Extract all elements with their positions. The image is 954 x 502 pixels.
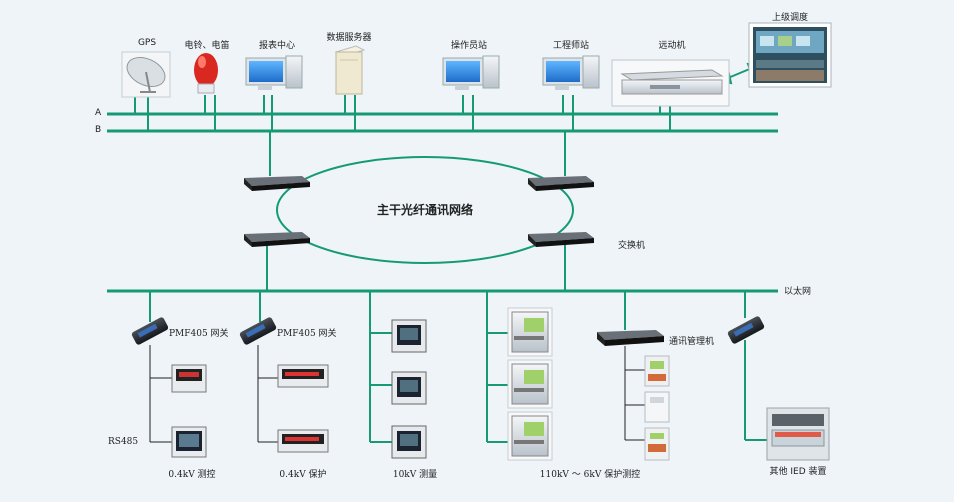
computer-icon xyxy=(245,55,303,90)
gateway-icon xyxy=(131,317,169,345)
alarm-label: 电铃、电笛 xyxy=(184,41,230,51)
device-icon xyxy=(644,391,670,423)
ring-label: 主干光纤通讯网络 xyxy=(376,203,474,217)
protection-unit-icon xyxy=(507,307,553,357)
switch-icon xyxy=(528,232,594,247)
gateway-icon xyxy=(239,317,277,345)
gps-label: GPS xyxy=(137,38,157,48)
dispatch-label: 上级调度 xyxy=(771,13,809,23)
protection-unit-icon xyxy=(507,359,553,409)
operator-station-label: 操作员站 xyxy=(450,41,488,51)
group-04kv-measure-label: 0.4kV 测控 xyxy=(168,470,216,480)
relay-icon xyxy=(277,364,329,388)
meter-icon xyxy=(391,371,427,405)
gateway-icon xyxy=(727,316,765,344)
ethernet-label: 以太网 xyxy=(784,287,812,297)
computer-icon xyxy=(542,55,600,90)
ied-device-icon xyxy=(766,407,830,461)
switch-icon xyxy=(528,176,594,191)
report-center-label: 报表中心 xyxy=(258,41,296,51)
relay-icon xyxy=(277,429,329,453)
rs485-connectors xyxy=(149,345,645,443)
comm-manager-label: 通讯管理机 xyxy=(669,337,715,347)
switch-icon xyxy=(244,176,310,191)
switch-label: 交换机 xyxy=(618,241,646,251)
meter-icon xyxy=(391,425,427,459)
rs485-label: RS485 xyxy=(108,437,139,447)
meter-icon xyxy=(391,319,427,353)
group-110kv-label: 110kV ～ 6kV 保护测控 xyxy=(539,470,641,480)
meter-icon xyxy=(171,426,207,458)
top-connectors xyxy=(134,95,671,291)
device-icon xyxy=(644,427,670,461)
engineer-station-label: 工程师站 xyxy=(552,41,590,51)
gateway-2-label: PMF405 网关 xyxy=(277,329,337,339)
remote-machine-label: 远动机 xyxy=(658,41,686,51)
bus-lines xyxy=(107,112,778,293)
satellite-dish-icon xyxy=(121,51,171,98)
comm-manager-icon xyxy=(597,330,664,346)
rack-unit-icon xyxy=(611,59,730,107)
ring-switches xyxy=(244,176,594,247)
switch-icon xyxy=(244,232,310,247)
meter-icon xyxy=(171,364,207,393)
protection-unit-icon xyxy=(507,411,553,461)
device-icon xyxy=(644,355,670,387)
lower-connectors xyxy=(149,291,768,443)
alarm-light-icon xyxy=(194,53,218,94)
bus-b-label: B xyxy=(95,125,102,135)
computer-icon xyxy=(442,55,500,90)
server-icon xyxy=(334,45,366,95)
other-ied-label: 其他 IED 装置 xyxy=(769,467,827,477)
group-04kv-protect-label: 0.4kV 保护 xyxy=(279,470,327,480)
bus-a-label: A xyxy=(95,108,102,118)
control-room-icon xyxy=(748,22,832,88)
fiber-ring xyxy=(276,156,574,264)
group-10kv-label: 10kV 测量 xyxy=(392,470,438,480)
data-server-label: 数据服务器 xyxy=(326,33,372,43)
gateway-1-label: PMF405 网关 xyxy=(169,329,229,339)
